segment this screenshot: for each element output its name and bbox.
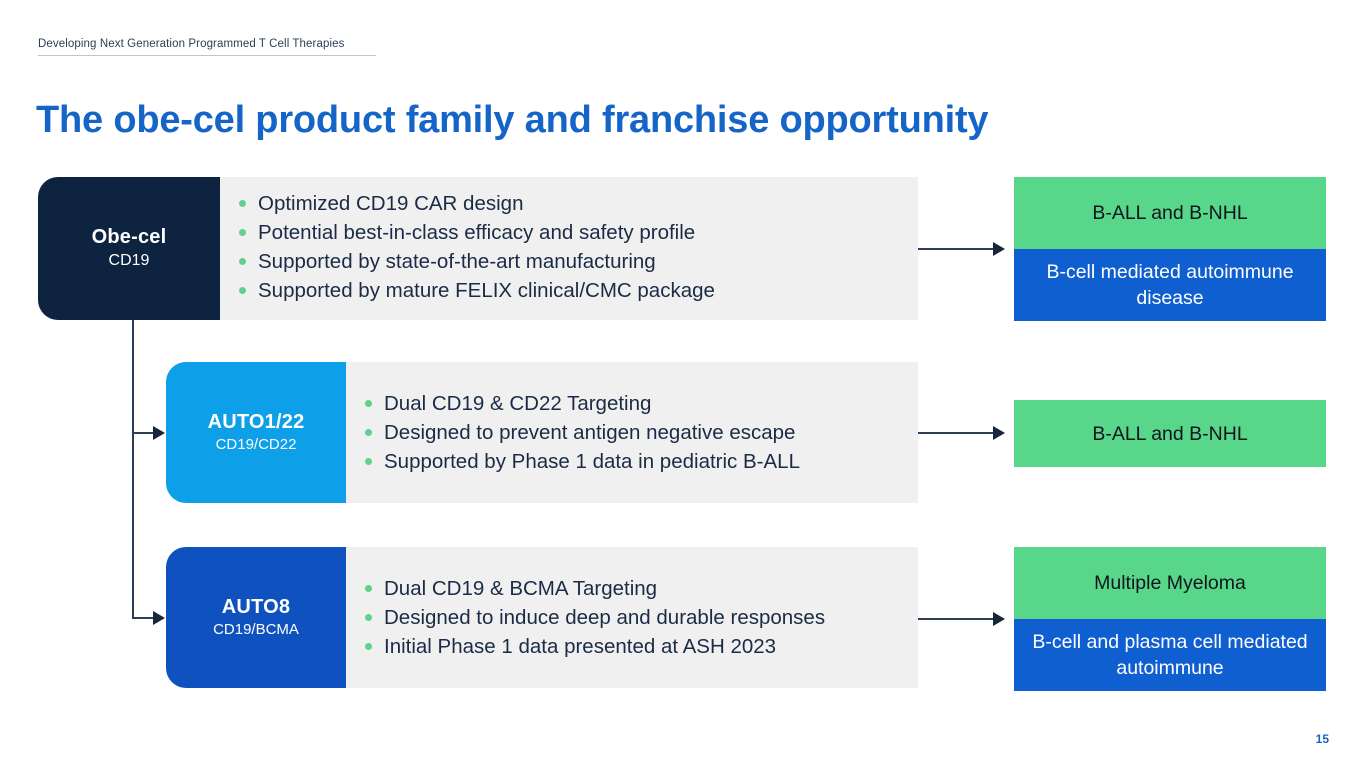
arrow-head-icon <box>153 426 165 440</box>
deck-eyebrow: Developing Next Generation Programmed T … <box>38 38 345 50</box>
connector-branch-auto8 <box>132 617 156 619</box>
arrow-line-obe-cel <box>918 248 996 250</box>
product-label-obe-cel[interactable]: Obe-cel CD19 <box>38 177 220 320</box>
product-target: CD19/BCMA <box>213 621 299 638</box>
page-number: 15 <box>1315 732 1329 746</box>
indication-badge: B-ALL and B-NHL <box>1014 177 1326 249</box>
list-item: Supported by state-of-the-art manufactur… <box>236 247 896 276</box>
product-name: Obe-cel <box>91 226 167 249</box>
connector-branch-auto1-22 <box>132 432 156 434</box>
list-item: Potential best-in-class efficacy and saf… <box>236 218 896 247</box>
list-item: Supported by Phase 1 data in pediatric B… <box>362 447 907 476</box>
eyebrow-divider <box>38 55 376 56</box>
bullet-list-obe-cel: Optimized CD19 CAR design Potential best… <box>236 189 896 305</box>
bullet-list-auto8: Dual CD19 & BCMA Targeting Designed to i… <box>362 574 907 661</box>
arrow-head-icon <box>993 612 1005 626</box>
indication-badge: B-cell mediated autoimmune disease <box>1014 249 1326 321</box>
product-target: CD19/CD22 <box>215 436 297 453</box>
list-item: Dual CD19 & CD22 Targeting <box>362 389 907 418</box>
bullet-panel-obe-cel <box>220 177 918 320</box>
product-name: AUTO8 <box>221 596 291 618</box>
arrow-head-icon <box>993 242 1005 256</box>
product-label-auto8[interactable]: AUTO8 CD19/BCMA <box>166 547 346 688</box>
page-title: The obe-cel product family and franchise… <box>36 99 989 142</box>
indication-stack-obe-cel: B-ALL and B-NHL B-cell mediated autoimmu… <box>1014 177 1326 321</box>
indication-badge: B-cell and plasma cell mediated autoimmu… <box>1014 619 1326 691</box>
product-target: CD19 <box>108 252 150 270</box>
indication-badge: Multiple Myeloma <box>1014 547 1326 619</box>
list-item: Dual CD19 & BCMA Targeting <box>362 574 907 603</box>
list-item: Designed to prevent antigen negative esc… <box>362 418 907 447</box>
arrow-head-icon <box>993 426 1005 440</box>
arrow-head-icon <box>153 611 165 625</box>
arrow-line-auto8 <box>918 618 996 620</box>
list-item: Optimized CD19 CAR design <box>236 189 896 218</box>
list-item: Supported by mature FELIX clinical/CMC p… <box>236 276 896 305</box>
bullet-list-auto1-22: Dual CD19 & CD22 Targeting Designed to p… <box>362 389 907 476</box>
list-item: Designed to induce deep and durable resp… <box>362 603 907 632</box>
product-name: AUTO1/22 <box>207 411 305 433</box>
indication-badge: B-ALL and B-NHL <box>1014 400 1326 467</box>
arrow-line-auto1-22 <box>918 432 996 434</box>
indication-stack-auto1-22: B-ALL and B-NHL <box>1014 400 1326 467</box>
product-label-auto1-22[interactable]: AUTO1/22 CD19/CD22 <box>166 362 346 503</box>
connector-trunk <box>132 320 134 619</box>
bullet-panel-auto1-22 <box>346 362 918 503</box>
indication-stack-auto8: Multiple Myeloma B-cell and plasma cell … <box>1014 547 1326 691</box>
bullet-panel-auto8 <box>346 547 918 688</box>
list-item: Initial Phase 1 data presented at ASH 20… <box>362 632 907 661</box>
